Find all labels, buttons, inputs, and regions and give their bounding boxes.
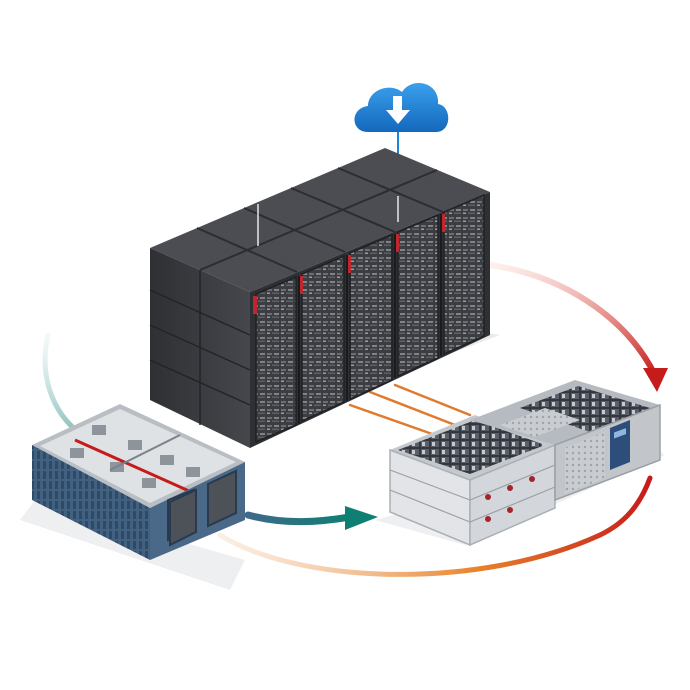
rack-doors xyxy=(255,193,485,444)
teal-arrow-shaft xyxy=(244,511,354,526)
server-rack-icon xyxy=(149,148,490,448)
arc-top-red xyxy=(487,262,658,378)
cloud-download-icon xyxy=(354,82,449,196)
link-lines xyxy=(348,383,472,437)
rack-red-accents xyxy=(253,214,445,314)
modular-datacenter-icon xyxy=(32,404,245,560)
arc-bottom-orange xyxy=(217,475,653,577)
storage-appliance-icon xyxy=(389,380,661,547)
teal-arrowhead xyxy=(345,506,378,530)
flow-arcs xyxy=(42,262,668,577)
arc-top-arrowhead xyxy=(643,368,668,392)
